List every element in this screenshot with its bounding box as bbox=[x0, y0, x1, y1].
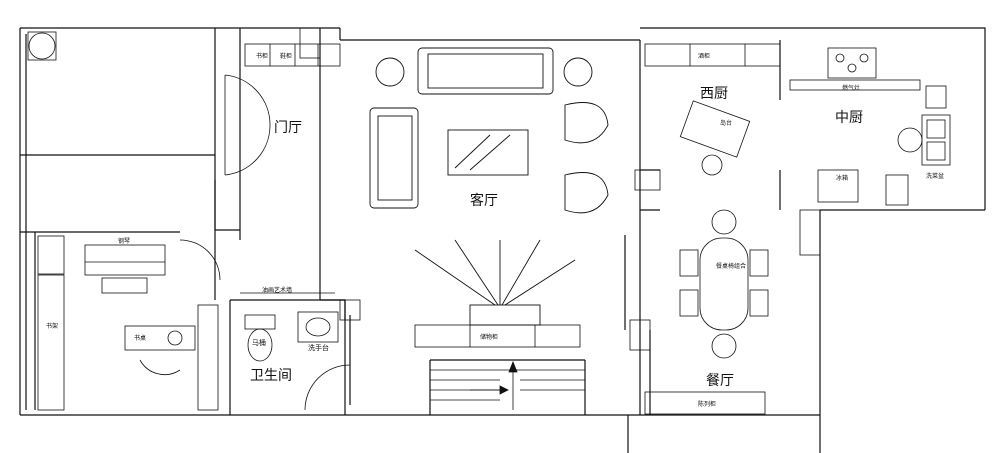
dining-table bbox=[699, 237, 749, 331]
chair bbox=[711, 333, 737, 359]
armchair bbox=[375, 57, 405, 87]
cabinet bbox=[244, 43, 341, 67]
piano-label: 钢琴 bbox=[118, 237, 130, 245]
desk bbox=[124, 325, 196, 351]
sink-label: 洗菜盆 bbox=[926, 172, 944, 180]
chair bbox=[139, 359, 181, 376]
sofa bbox=[417, 47, 554, 95]
chair bbox=[679, 289, 699, 317]
door-swing bbox=[179, 239, 221, 281]
cabinet bbox=[197, 304, 219, 411]
bookcase bbox=[37, 274, 65, 411]
stair-wall bbox=[429, 359, 586, 415]
room-label-dining: 餐厅 bbox=[706, 373, 734, 389]
column-circle bbox=[28, 32, 56, 60]
cabinet-label: 陈列柜 bbox=[698, 400, 716, 408]
chair bbox=[711, 209, 737, 235]
cabinet bbox=[644, 43, 781, 67]
room-label-bathroom: 卫生间 bbox=[250, 368, 292, 384]
bathroom-wall bbox=[229, 299, 351, 415]
room-label-living: 客厅 bbox=[470, 192, 498, 209]
door-swing bbox=[304, 364, 351, 411]
door-swing bbox=[224, 124, 271, 176]
oil-wall-label: 油画艺术墙 bbox=[262, 286, 292, 294]
sink bbox=[921, 114, 951, 166]
wall-segment bbox=[634, 169, 661, 191]
toilet-label: 马桶 bbox=[252, 338, 266, 347]
door-swing bbox=[224, 74, 271, 126]
stove bbox=[827, 47, 877, 79]
stove-label: 燃气灶 bbox=[842, 84, 860, 92]
armchair bbox=[564, 102, 609, 144]
washbasin bbox=[297, 311, 339, 343]
column bbox=[27, 31, 57, 61]
room-label-chinese-kitchen: 中厨 bbox=[835, 110, 863, 126]
toilet-bowl bbox=[247, 328, 273, 362]
chair bbox=[679, 249, 699, 277]
armchair bbox=[563, 57, 593, 87]
wall-segment bbox=[339, 299, 361, 321]
tv-cabinet bbox=[469, 304, 541, 326]
room-label-western-kitchen: 西厨 bbox=[700, 86, 728, 102]
chair bbox=[749, 249, 769, 277]
fridge bbox=[817, 169, 859, 203]
sofa bbox=[369, 107, 419, 209]
pattern-tile bbox=[925, 85, 947, 109]
dining-set-label: 餐桌椅组合 bbox=[716, 262, 746, 270]
room-label-entry: 门厅 bbox=[274, 120, 302, 136]
outer-wall-inner bbox=[25, 34, 641, 415]
armchair bbox=[564, 172, 609, 214]
entry-wall bbox=[214, 28, 345, 301]
wall-segment bbox=[299, 27, 321, 59]
island-label: 岛台 bbox=[720, 119, 732, 127]
chair bbox=[749, 289, 769, 317]
cabinet-label: 储物柜 bbox=[480, 333, 498, 341]
cabinet-label: 酒柜 bbox=[698, 52, 710, 60]
cabinet bbox=[37, 235, 65, 275]
toilet-tank bbox=[244, 314, 276, 330]
fridge-label: 冰箱 bbox=[836, 174, 848, 182]
cabinet-label: 书柜 bbox=[256, 52, 268, 60]
counter bbox=[789, 79, 921, 91]
cabinet-label: 鞋柜 bbox=[280, 52, 292, 60]
coffee-table bbox=[447, 129, 529, 176]
desk-label: 书桌 bbox=[134, 334, 146, 342]
island bbox=[679, 100, 751, 158]
wall-segment bbox=[629, 319, 651, 351]
wall-segment bbox=[799, 209, 821, 256]
study-wall bbox=[20, 154, 216, 410]
pattern-tile bbox=[885, 174, 909, 206]
washbasin-label: 洗手台 bbox=[308, 343, 329, 352]
piano bbox=[84, 244, 166, 276]
bookcase-label: 书架 bbox=[46, 322, 58, 330]
cabinet bbox=[644, 391, 766, 415]
